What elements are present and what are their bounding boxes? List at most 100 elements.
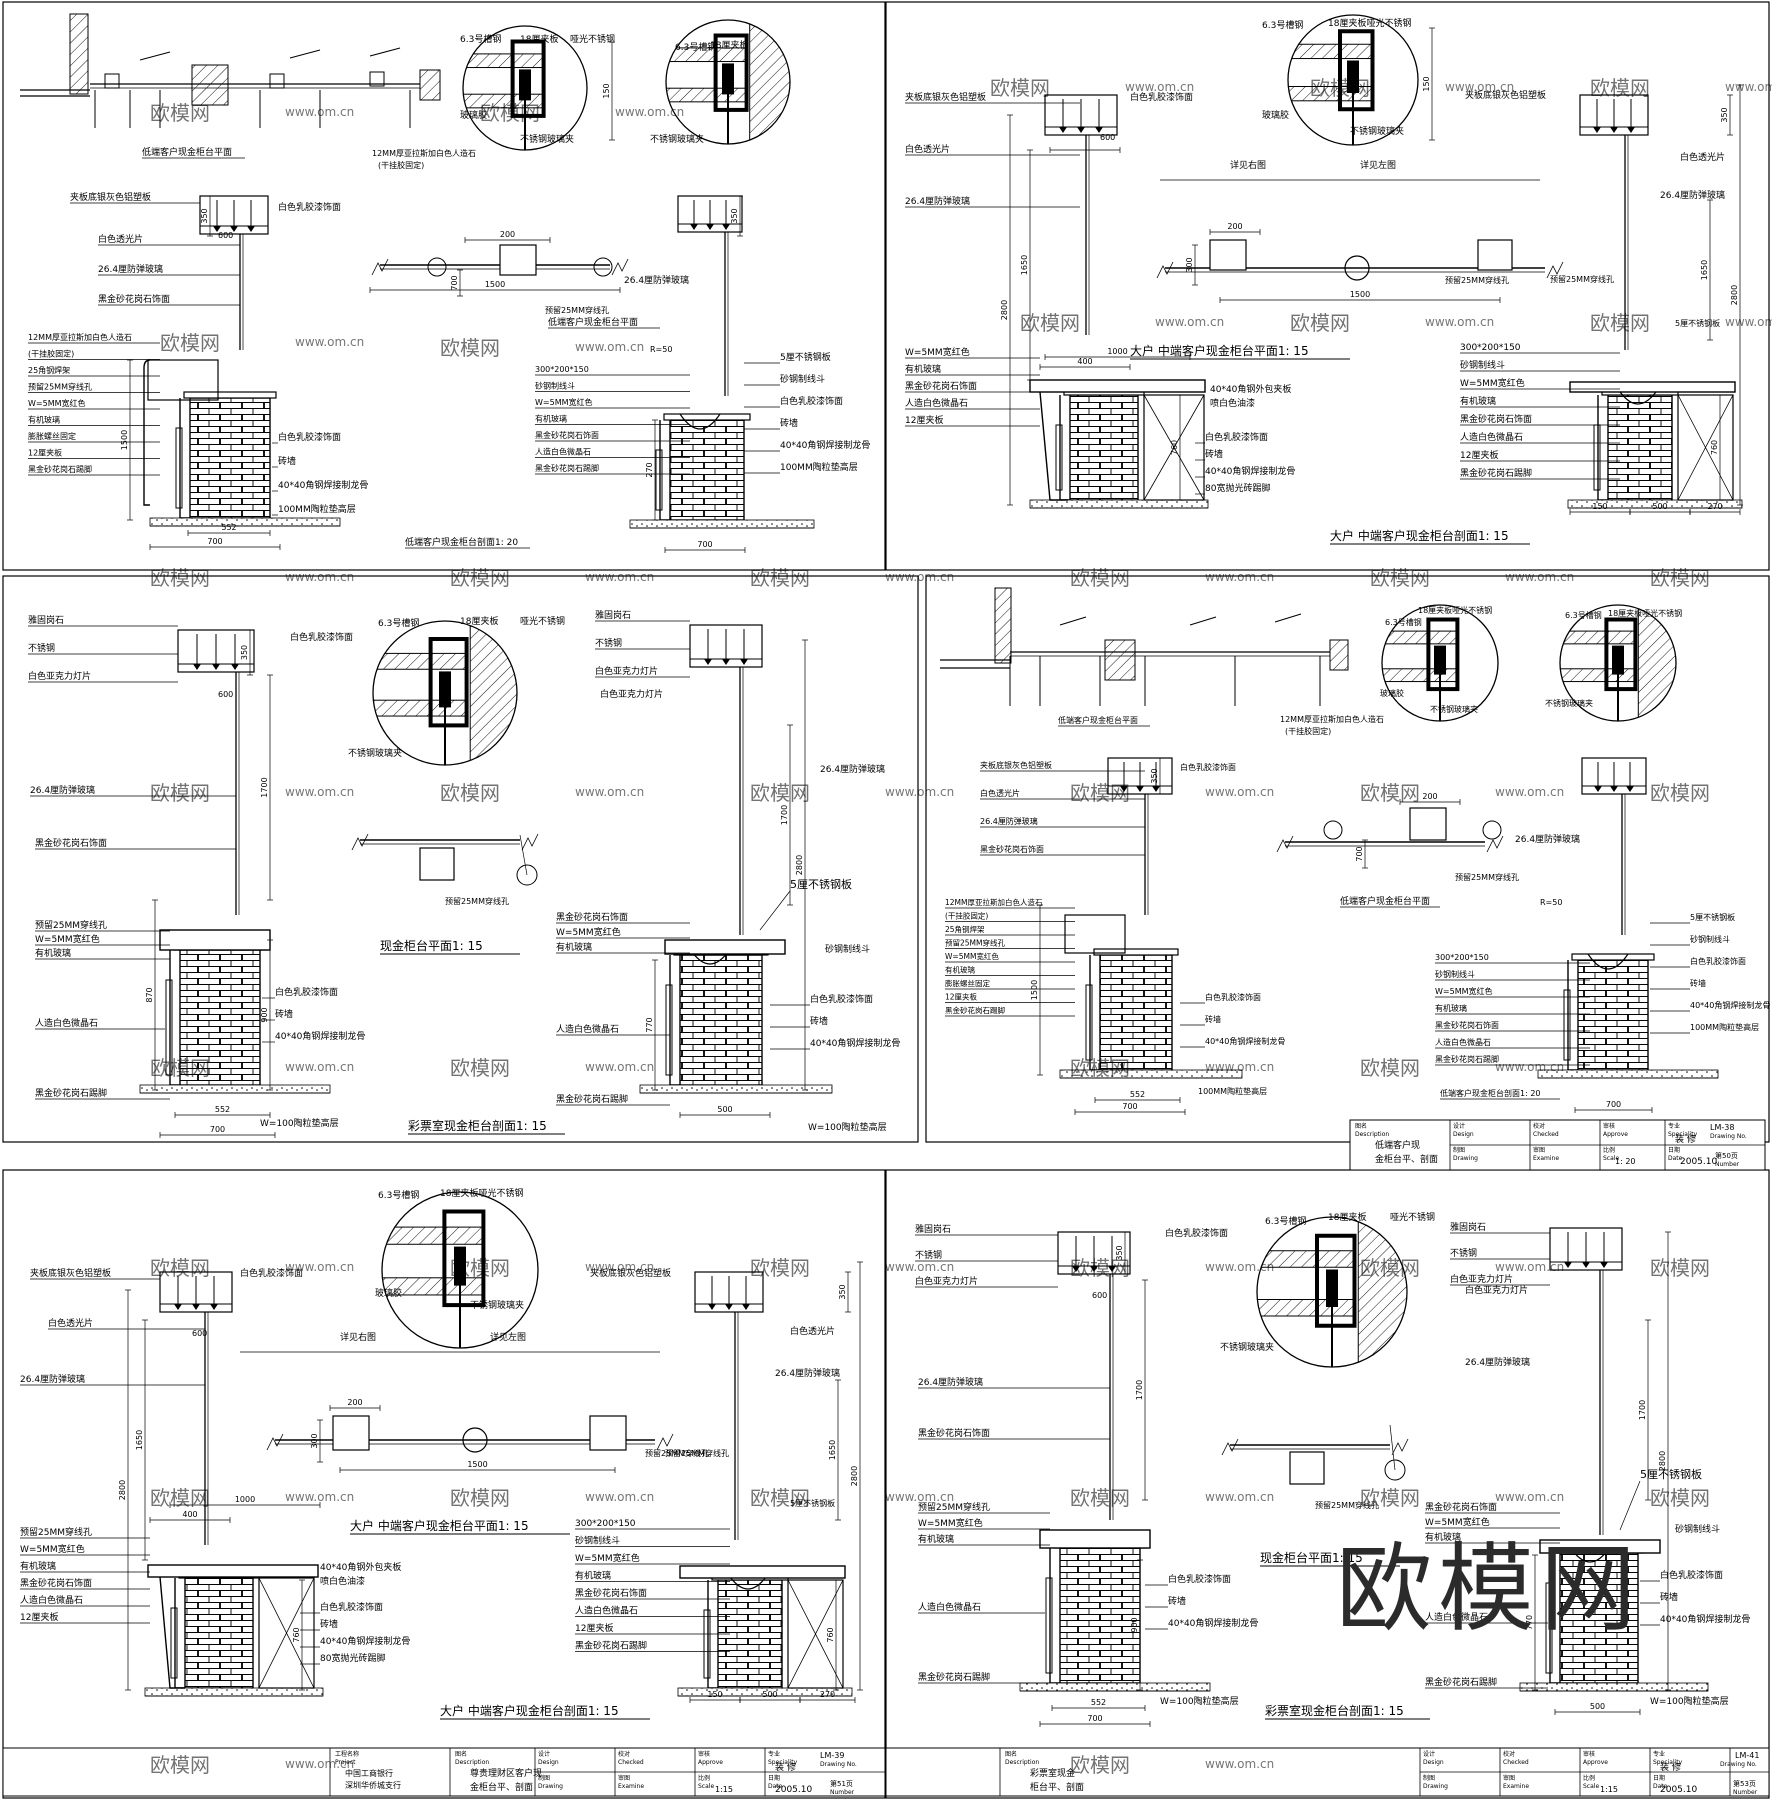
drawing-title: 彩票室现金柜台剖面1: 15 (408, 1118, 547, 1133)
annotation-label: 预留25MM穿线孔 (545, 305, 609, 315)
watermark-text: 欧模网 (750, 1256, 810, 1280)
annotation-label: LM-41 (1735, 1751, 1759, 1760)
annotation-label: 夹板底银灰色铝塑板 (1465, 89, 1546, 101)
material-label: 100MM陶粒垫高层 (1690, 1022, 1759, 1032)
annotation-label: 白色乳胶漆饰面 (1130, 91, 1193, 103)
material-label: 有机玻璃 (905, 363, 941, 375)
cash-tray-basin (1587, 953, 1629, 970)
annotation-label: 审图 (1533, 1146, 1545, 1154)
dimension-label: 1000 (1107, 347, 1127, 356)
annotation-label: 日期 (768, 1774, 780, 1782)
bolt-icon (230, 226, 238, 232)
counter-top-slab (159, 929, 271, 951)
break-symbol (266, 1433, 284, 1451)
dimension-label: 350 (1720, 107, 1729, 122)
annotation-label: 白色透光片 (790, 1325, 835, 1337)
plan-detail-marker (1384, 1459, 1406, 1481)
plan-detail-marker (516, 864, 538, 886)
dimension-label: 200 (500, 230, 515, 239)
ground-fill-layer (139, 1084, 331, 1094)
material-label: 喷白色油漆 (320, 1575, 365, 1587)
material-label: 白色乳胶漆饰面 (1205, 992, 1261, 1002)
wall-hatch-block (994, 587, 1012, 664)
material-label: 黑金砂花岗石饰面 (98, 293, 170, 305)
watermark-url: www.om.cn (295, 335, 364, 349)
plan-detail-marker (427, 257, 447, 277)
material-label: 40*40角钢焊接制龙骨 (1168, 1617, 1258, 1629)
dimension-label: 150 (602, 83, 611, 98)
brick-wall-section (679, 954, 763, 1086)
annotation-label: 制图 (538, 1774, 550, 1782)
annotation-label: LM-39 (820, 1751, 844, 1760)
stone-top-box (1064, 914, 1126, 954)
watermark-text: 欧模网 (1070, 1753, 1130, 1777)
material-label: 雅固岗石 (28, 614, 64, 626)
annotation-label: 600 (1100, 133, 1115, 142)
bolt-icon (1059, 127, 1067, 133)
material-label: 白色乳胶漆饰面 (1205, 431, 1268, 443)
plan-door-swing (1189, 616, 1217, 626)
watermark-text: 欧模网 (1070, 1256, 1130, 1280)
annotation-label: 2005.10 (1660, 1785, 1697, 1795)
material-label: 砂钢制线斗 (825, 943, 870, 955)
material-label: W=5MM宽红色 (556, 926, 621, 938)
detail-bubble-outline (665, 19, 791, 145)
annotation-label: Checked (1533, 1131, 1559, 1138)
column-hatch (1329, 639, 1349, 671)
annotation-label: W=100陶粒垫高层 (1160, 1695, 1239, 1707)
brick-wall-section (184, 1577, 254, 1689)
dimension-label: 760 (826, 1627, 835, 1642)
dimension-label: 400 (182, 1510, 197, 1519)
dimension-label: 500 (717, 1105, 732, 1114)
counter-top-slab (147, 1564, 319, 1578)
annotation-label: 白色乳胶漆饰面 (278, 201, 341, 213)
annotation-label: 详见右图 (340, 1331, 376, 1343)
material-label: 白色透光片 (905, 143, 950, 155)
glass-clip (722, 63, 734, 95)
annotation-label: Drawing No. (1720, 1761, 1757, 1768)
annotation-label: 金柜台平、剖面 (1375, 1153, 1438, 1165)
glass-clip (1326, 1269, 1338, 1307)
material-label: W=5MM宽红色 (1460, 377, 1525, 389)
annotation-label: 人造白色微晶石 (918, 1601, 981, 1613)
material-label: 砖墙 (1205, 1014, 1221, 1024)
bolt-icon (1152, 786, 1160, 792)
watermark-text: 欧模网 (440, 781, 500, 805)
watermark-url: www.om.cn (1445, 80, 1514, 94)
annotation-label: 制图 (1453, 1146, 1465, 1154)
material-label: 白色乳胶漆饰面 (275, 986, 338, 998)
material-label: 6.3号槽钢 (460, 33, 501, 45)
material-label: 砖墙 (275, 1008, 293, 1020)
detail-bubble-outline (462, 25, 588, 151)
annotation-label: 人造白色微晶石 (1425, 1611, 1488, 1623)
dimension-label: 552 (1091, 1698, 1106, 1707)
material-label: 预留25MM穿线孔 (35, 919, 107, 931)
dimension-label: 700 (1606, 1100, 1621, 1109)
annotation-label: 校对 (1503, 1750, 1515, 1758)
facing-stone (655, 449, 663, 511)
material-label: 有机玻璃 (945, 965, 975, 975)
annotation-label: 100MM陶粒垫高层 (1198, 1086, 1267, 1096)
drawing-title: 低端客户现金柜台剖面1: 20 (1440, 1088, 1541, 1098)
facing-stone (175, 427, 183, 509)
annotation-label: Speciality (1668, 1131, 1698, 1138)
annotation-label: 26.4厘防弹玻璃 (820, 763, 885, 775)
plan-door-swing (289, 49, 321, 59)
plan-cash-tray (369, 71, 385, 87)
annotation-label: 不锈钢玻璃夹 (348, 747, 402, 759)
material-label: 砖墙 (780, 417, 798, 429)
glass-clip (439, 671, 451, 708)
ground-fill-layer (629, 519, 815, 529)
dimension-label: 200 (1422, 792, 1437, 801)
material-label: (干挂胶固定) (28, 349, 74, 359)
material-label: 白色乳胶漆饰面 (1660, 1569, 1723, 1581)
annotation-label: Date (768, 1783, 783, 1790)
dimension-label: 700 (210, 1125, 225, 1134)
cabinet-cross (1677, 394, 1734, 501)
material-label: 黑金砂花岗石踢脚 (945, 1005, 1005, 1015)
bolt-icon (1610, 786, 1618, 792)
annotation-label: 600 (192, 1329, 207, 1338)
watermark-text: 欧模网 (480, 101, 540, 125)
dimension-label: 2800 (1658, 1451, 1667, 1471)
dimension-label: 700 (1087, 1714, 1102, 1723)
